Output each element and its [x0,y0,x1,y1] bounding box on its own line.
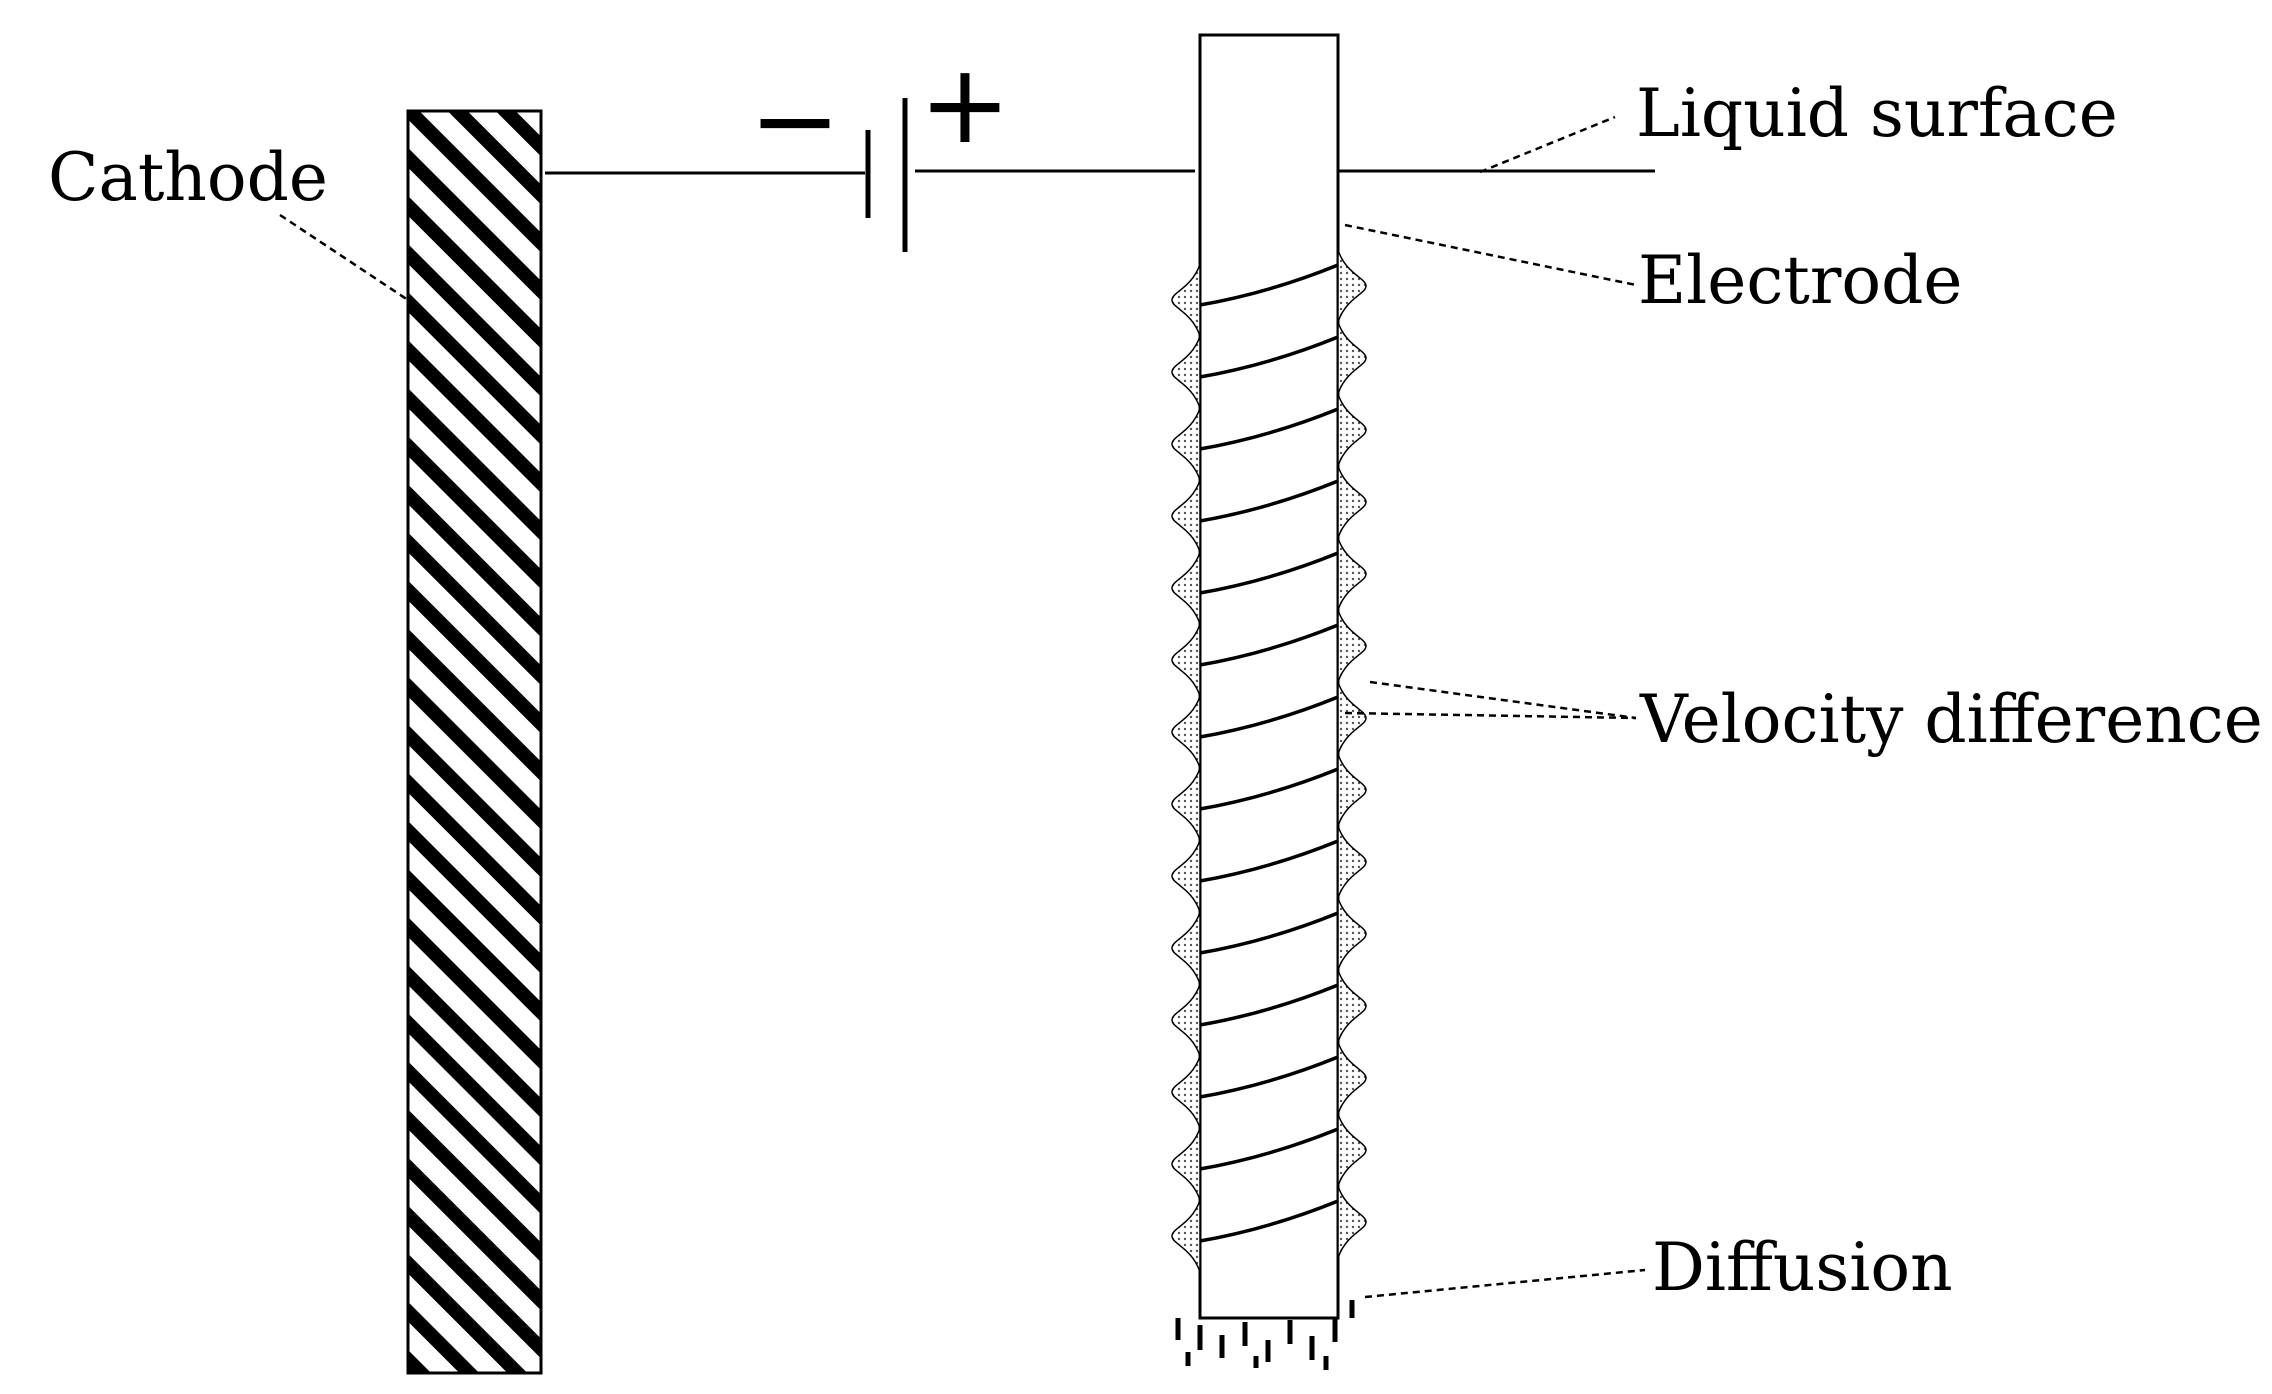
thread-line [1199,983,1339,1027]
thread-line [1199,263,1339,307]
liquid-surface-label: Liquid surface [1636,75,2118,152]
diffusion-leader [1364,1268,1646,1299]
velocity-difference-bulge-left [1171,911,1201,985]
velocity-difference-bulge-left [1171,767,1201,841]
velocity-difference-bulge-right [1337,969,1367,1043]
thread-line [1199,767,1339,811]
electrode-leader [1344,223,1637,287]
cathode-label: Cathode [48,139,328,216]
velocity-difference-bulge-right [1337,681,1367,755]
velocity-difference-bulge-right [1337,321,1367,395]
velocity-difference-label: Velocity difference [1639,681,2263,758]
thread-line [1199,839,1339,883]
velocity-difference-bulge-left [1171,983,1201,1057]
velocity-difference-bulge-left [1171,407,1201,481]
velocity-difference-bulge-left [1171,263,1201,337]
battery-symbol: − + [749,40,1011,252]
diffusion-label: Diffusion [1652,1229,1953,1306]
velocity-difference-bulge-right [1337,537,1367,611]
velocity-difference-bulge-right [1337,1041,1367,1115]
velocity-difference-bulge-right [1337,1185,1367,1259]
thread-line [1199,1127,1339,1171]
thread-line [1199,551,1339,595]
velocity-difference-bulge-left [1171,839,1201,913]
velocity-difference-bulge-right [1337,393,1367,467]
velocity-difference-bulge-right [1337,753,1367,827]
velocity-difference-bulge-left [1171,695,1201,769]
velocity-difference-bulge-right [1337,465,1367,539]
velocity-difference-bulge-right [1337,897,1367,971]
velocity-difference-leader-lower [1344,711,1637,720]
thread-line [1199,623,1339,667]
thread-line [1199,1055,1339,1099]
velocity-difference-bulge-right [1337,609,1367,683]
battery-positive-sign: + [919,40,1011,168]
velocity-difference-bulge-left [1171,1127,1201,1201]
thread-line [1199,1199,1339,1243]
battery-negative-sign: − [749,56,841,184]
liquid-surface-leader [1479,115,1616,174]
velocity-difference-bulge-left [1171,551,1201,625]
velocity-difference-bulge-left [1171,623,1201,697]
velocity-difference-bulge-left [1171,1199,1201,1273]
thread-line [1199,335,1339,379]
cathode-leader [279,213,409,302]
electrode [1171,33,1367,1370]
velocity-difference-bulge-left [1171,335,1201,409]
velocity-difference-bulge-right [1337,825,1367,899]
thread-line [1199,407,1339,451]
velocity-difference-bulge-left [1171,479,1201,553]
electrode-rod [1198,33,1340,1320]
velocity-difference-bulge-right [1337,249,1367,323]
thread-line [1199,695,1339,739]
velocity-difference-leader-upper [1369,680,1637,720]
electrode-label: Electrode [1638,242,1962,319]
cathode-plate [406,109,543,1375]
thread-line [1199,911,1339,955]
velocity-difference-bulge-left [1171,1055,1201,1129]
velocity-difference-bulge-right [1337,1113,1367,1187]
thread-line [1199,479,1339,523]
